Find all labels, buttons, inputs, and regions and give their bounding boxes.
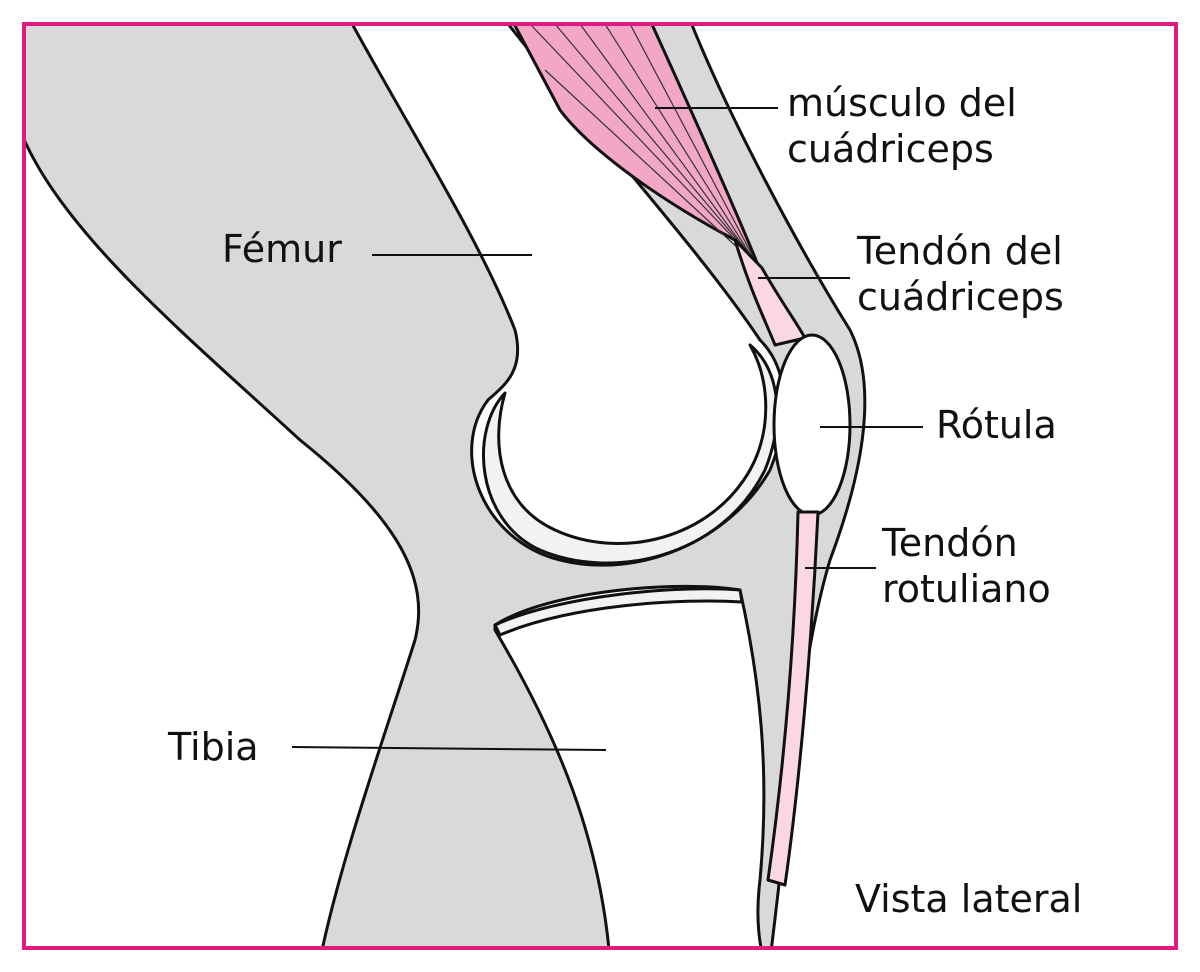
patella-bone (772, 333, 852, 517)
frame-border (22, 22, 1178, 950)
label-view: Vista lateral (855, 877, 1083, 921)
label-line: cuádriceps (787, 127, 994, 171)
label-patellar-tendon: Tendón rotuliano (882, 520, 1051, 612)
label-quadriceps-muscle: músculo del cuádriceps (787, 80, 1017, 172)
label-line: músculo del (787, 81, 1017, 125)
quadriceps-tendon (733, 238, 807, 347)
femoral-cartilage (481, 343, 779, 565)
label-line: Tendón (882, 521, 1018, 565)
muscle-fibers (529, 24, 759, 267)
femur-bone (350, 24, 786, 567)
label-patella: Rótula (936, 403, 1057, 447)
tibia-bone (493, 584, 766, 948)
label-line: rotuliano (882, 567, 1051, 611)
label-line: cuádriceps (857, 275, 1064, 319)
tibial-cartilage (493, 587, 744, 637)
label-line: Tendón del (857, 229, 1063, 273)
leader-lines (291, 107, 923, 751)
label-quadriceps-tendon: Tendón del cuádriceps (857, 228, 1064, 320)
label-femur: Fémur (222, 227, 342, 271)
patellar-tendon (766, 510, 820, 887)
label-tibia: Tibia (168, 725, 259, 769)
